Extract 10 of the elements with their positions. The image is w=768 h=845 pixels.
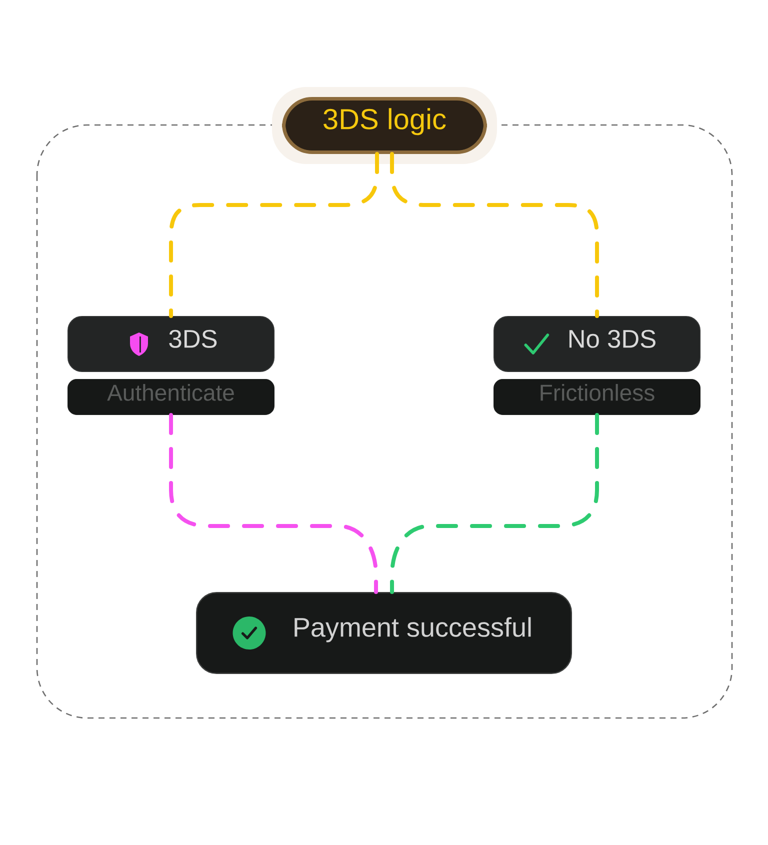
result-box: Payment successful — [196, 592, 572, 674]
dashed-connector — [390, 152, 599, 318]
caption-box: Frictionless — [494, 379, 700, 415]
dashed-connector — [169, 152, 379, 318]
option-box: No 3DS — [494, 316, 700, 372]
dashed-connector — [390, 413, 599, 594]
dashed-connector — [169, 413, 378, 594]
pill-label: 3DS logic — [272, 87, 497, 164]
caption-box: Authenticate — [68, 379, 274, 415]
option-box: 3DS — [68, 316, 274, 372]
